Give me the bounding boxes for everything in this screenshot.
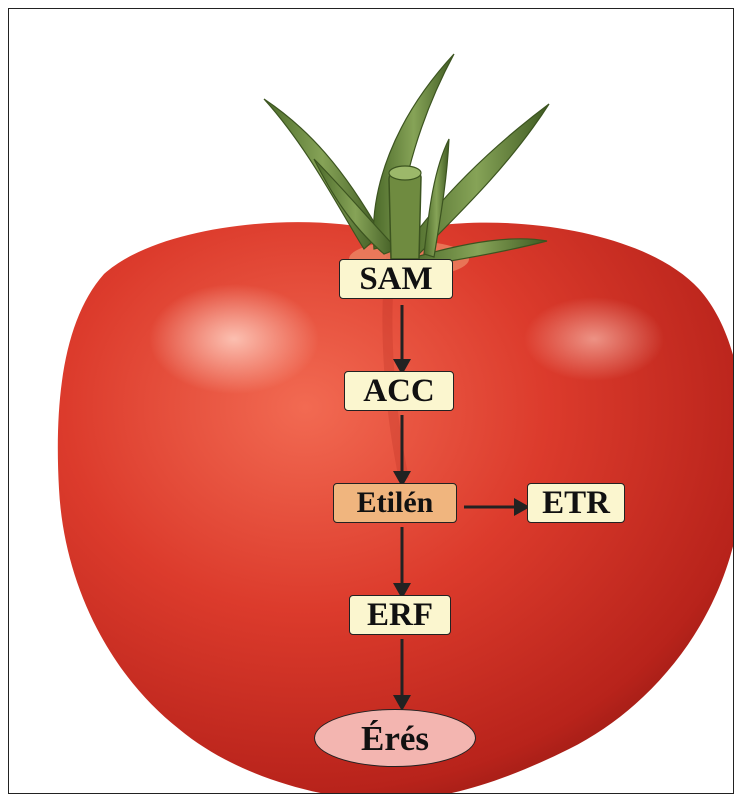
ripening-ellipse: Érés [314,709,476,767]
stem [389,169,421,259]
ethylene-box: Etilén [333,483,457,523]
acc-box: ACC [344,371,454,411]
sam-box: SAM [339,259,453,299]
diagram-frame: SAM ACC Etilén ETR ERF Érés [8,8,734,794]
etr-box: ETR [527,483,625,523]
erf-box: ERF [349,595,451,635]
